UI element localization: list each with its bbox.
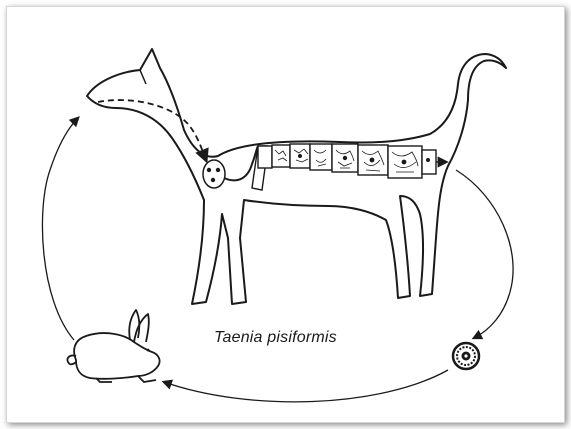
rabbit-eye bbox=[147, 349, 150, 352]
dog-ear bbox=[140, 70, 146, 84]
ingestion-dashed-arrow bbox=[98, 100, 206, 160]
cycle-arrow-to-rabbit bbox=[164, 370, 448, 402]
cycle-arrow-to-dog bbox=[42, 118, 78, 340]
dog-outline bbox=[87, 49, 506, 304]
tapeworm-scolex bbox=[203, 160, 225, 188]
rabbit-outline bbox=[67, 310, 159, 382]
cycle-arrow-to-egg bbox=[456, 170, 513, 338]
figure-caption: Taenia pisiformis bbox=[214, 329, 404, 347]
tapeworm-egg bbox=[453, 343, 479, 369]
